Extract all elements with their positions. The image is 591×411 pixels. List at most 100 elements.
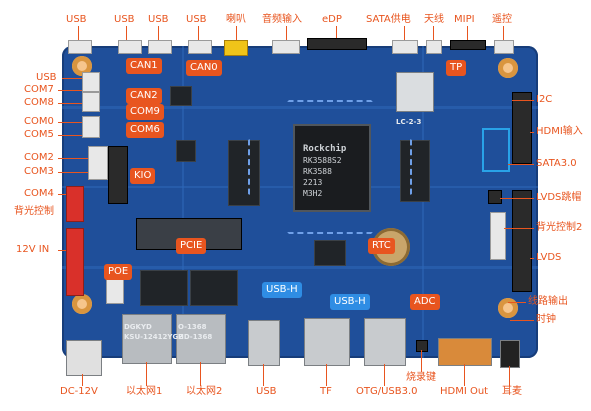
- sata-connector: [482, 128, 510, 172]
- label-usb-h: USB-H: [262, 282, 302, 298]
- leader: [421, 350, 422, 372]
- lvds-header: [512, 190, 532, 292]
- label-edp: eDP: [322, 14, 342, 25]
- cpu-chip: Rockchip RK3588S2 RK3588 2213 M3H2: [293, 124, 371, 212]
- cpu-line: M3H2: [303, 189, 323, 198]
- label-backlight: 背光控制: [14, 206, 54, 217]
- silkscreen-text: HD-1368: [178, 333, 213, 341]
- chip: [314, 240, 346, 266]
- usb-connector: [188, 40, 212, 54]
- label-usb: USB: [66, 14, 87, 25]
- mipi-connector: [450, 40, 486, 50]
- label-pcie: PCIE: [176, 238, 207, 254]
- usb-connector: [68, 40, 92, 54]
- label-usb: USB: [114, 14, 135, 25]
- leader: [508, 164, 534, 165]
- leader: [198, 26, 199, 40]
- leader: [500, 198, 534, 199]
- leader: [508, 302, 526, 303]
- leader: [504, 228, 534, 229]
- label-lvds: LVDS: [536, 252, 562, 263]
- label-tp: TP: [446, 60, 467, 76]
- memory-chip: [228, 140, 260, 206]
- label-rtc: RTC: [368, 238, 395, 254]
- leader: [263, 364, 264, 386]
- leader: [200, 362, 201, 386]
- leader: [326, 364, 327, 386]
- label-audio-in: 音频输入: [262, 14, 302, 25]
- hdmi-out-port: [438, 338, 492, 366]
- speaker-connector: [224, 40, 248, 56]
- trace: [182, 46, 184, 358]
- label-com3: COM3: [24, 166, 54, 177]
- ir-connector: [494, 40, 514, 54]
- power-in-connector: [66, 228, 84, 296]
- label-adc: ADC: [410, 294, 440, 310]
- trace: [62, 106, 538, 109]
- leader: [58, 250, 66, 251]
- ethernet-port-2: [176, 314, 226, 364]
- chip: [170, 86, 192, 106]
- trace: [62, 266, 538, 269]
- ethernet-port-1: [122, 314, 172, 364]
- memory-chip: [400, 140, 430, 202]
- com-header: [88, 146, 108, 180]
- com4-connector: [66, 186, 84, 222]
- label-dc12v: DC-12V: [60, 386, 98, 397]
- label-com4: COM4: [24, 188, 54, 199]
- antenna-connector: [426, 40, 442, 54]
- label-com0: COM0: [24, 116, 54, 127]
- label-burn-key: 烧录键: [406, 372, 436, 383]
- label-otg-usb3: OTG/USB3.0: [356, 386, 418, 397]
- silkscreen-text: O-1368: [178, 323, 207, 331]
- mount-hole: [498, 298, 518, 318]
- leader: [58, 103, 82, 104]
- label-mipi: MIPI: [454, 14, 475, 25]
- leader: [433, 26, 434, 40]
- hdmi-in-header: [512, 92, 532, 164]
- leader: [146, 362, 147, 386]
- cpu-line: 2213: [303, 178, 323, 187]
- leader: [62, 78, 82, 79]
- label-12v-in: 12V IN: [16, 244, 50, 255]
- leader: [509, 366, 510, 386]
- cpu-line: RK3588: [303, 167, 332, 176]
- cpu-brand: Rockchip: [303, 144, 347, 154]
- leader: [530, 132, 534, 133]
- com-header: [82, 92, 100, 112]
- leader: [336, 26, 337, 38]
- mount-hole: [72, 56, 92, 76]
- label-usb-h: USB-H: [330, 294, 370, 310]
- audio-in-connector: [272, 40, 300, 54]
- label-ethernet1: 以太网1: [126, 386, 163, 397]
- wifi-module: [396, 72, 434, 112]
- magnetics-chip: [190, 270, 238, 306]
- burn-button: [416, 340, 428, 352]
- leader: [126, 26, 127, 40]
- leader: [58, 194, 66, 195]
- leader: [158, 26, 159, 40]
- leader: [58, 90, 82, 91]
- label-usb: USB: [36, 72, 57, 83]
- usb-header: [82, 72, 100, 92]
- label-antenna: 天线: [424, 14, 444, 25]
- label-lvds-jumper: LVDS跳帽: [536, 192, 582, 203]
- leader: [464, 364, 465, 386]
- usb-connector: [148, 40, 172, 54]
- silkscreen-text: LC-2-3: [396, 118, 422, 126]
- leader: [58, 135, 82, 136]
- chip: [176, 140, 196, 162]
- tf-usb-port: [304, 318, 350, 366]
- leader: [286, 26, 287, 40]
- leader: [510, 320, 534, 321]
- label-ethernet2: 以太网2: [186, 386, 223, 397]
- label-can2: CAN2: [126, 88, 162, 104]
- mount-hole: [72, 294, 92, 314]
- label-sata-power: SATA供电: [366, 14, 411, 25]
- label-usb: USB: [186, 14, 207, 25]
- label-remote: 遥控: [492, 14, 512, 25]
- label-kio: KIO: [130, 168, 156, 184]
- otg-usb3-port: [364, 318, 406, 366]
- usb-port: [248, 320, 280, 366]
